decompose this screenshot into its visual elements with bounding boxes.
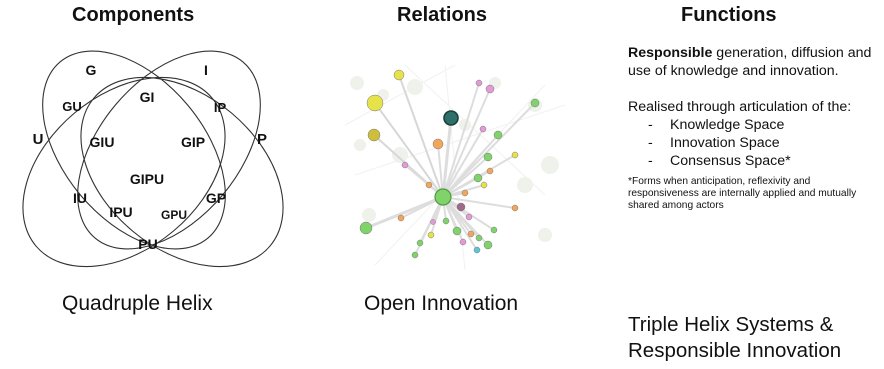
network-edge bbox=[442, 196, 516, 209]
venn-label-gi: GI bbox=[140, 89, 155, 105]
functions-text-block: Responsible generation, diffusion and us… bbox=[628, 44, 880, 212]
network-node bbox=[443, 110, 459, 126]
network-node bbox=[475, 79, 483, 87]
network-node bbox=[490, 226, 498, 234]
venn-label-iu: IU bbox=[73, 190, 87, 206]
network-node bbox=[483, 152, 493, 162]
spaces-list: -Knowledge Space -Innovation Space -Cons… bbox=[648, 116, 880, 170]
faint-node bbox=[362, 208, 376, 222]
network-node bbox=[411, 251, 419, 259]
network-edge bbox=[442, 102, 536, 198]
venn-label-ip: IP bbox=[214, 100, 227, 115]
network-edge bbox=[442, 196, 478, 251]
venn-label-gipu: GIPU bbox=[130, 171, 164, 187]
network-node bbox=[473, 246, 481, 254]
faint-node bbox=[350, 76, 364, 90]
venn-label-p: P bbox=[257, 131, 267, 148]
venn-label-g: G bbox=[86, 62, 97, 78]
venn-label-ipu: IPU bbox=[109, 204, 132, 220]
space-item-consensus: -Consensus Space* bbox=[648, 153, 791, 169]
network-node bbox=[485, 84, 495, 94]
network-node bbox=[465, 213, 473, 221]
faint-node bbox=[392, 147, 408, 163]
network-edge bbox=[441, 117, 453, 198]
relations-heading: Relations bbox=[397, 4, 488, 26]
venn-label-gu: GU bbox=[62, 99, 82, 114]
open-innovation-caption: Open Innovation bbox=[364, 292, 519, 315]
network-edge bbox=[442, 156, 489, 198]
network-node bbox=[452, 226, 462, 236]
network-node bbox=[530, 98, 540, 108]
network-node bbox=[483, 240, 493, 250]
faint-edge bbox=[345, 65, 456, 126]
venn-ellipse-g bbox=[42, 50, 226, 250]
network-node bbox=[467, 230, 475, 238]
faint-edge bbox=[374, 84, 546, 266]
components-heading: Components bbox=[72, 4, 195, 26]
network-node bbox=[427, 231, 435, 239]
venn-ellipse-u bbox=[22, 76, 226, 268]
faint-node bbox=[354, 139, 366, 151]
network-node bbox=[397, 214, 405, 222]
space-item-knowledge: -Knowledge Space bbox=[648, 117, 785, 133]
venn-label-gp: GP bbox=[206, 190, 226, 206]
network-node bbox=[416, 239, 424, 247]
network-node bbox=[511, 151, 519, 159]
venn-label-gpu: GPU bbox=[161, 208, 187, 222]
quadruple-helix-caption: Quadruple Helix bbox=[62, 292, 213, 315]
network-node bbox=[511, 204, 519, 212]
consensus-footnote: *Forms when anticipation, reflexivity an… bbox=[628, 176, 857, 211]
network-node bbox=[359, 221, 373, 235]
network-node bbox=[479, 125, 487, 133]
venn-label-i: I bbox=[204, 62, 208, 78]
network-node bbox=[442, 217, 450, 225]
network-node bbox=[430, 219, 436, 225]
venn-ellipse-i bbox=[77, 50, 261, 250]
responsible-bold-word: Responsible bbox=[628, 45, 713, 61]
network-node bbox=[366, 94, 384, 112]
network-node bbox=[473, 173, 483, 183]
faint-node bbox=[517, 177, 533, 193]
network-edge bbox=[365, 195, 444, 230]
responsible-paragraph: Responsible generation, diffusion and us… bbox=[628, 44, 880, 80]
venn-label-u: U bbox=[33, 131, 44, 148]
network-node bbox=[493, 130, 503, 140]
functions-heading: Functions bbox=[681, 4, 777, 26]
network-edge bbox=[442, 88, 491, 198]
space-item-innovation: -Innovation Space bbox=[648, 135, 780, 151]
network-edge bbox=[442, 128, 484, 198]
network-node bbox=[432, 138, 444, 150]
triple-helix-caption: Triple Helix Systems &Responsible Innova… bbox=[628, 313, 842, 362]
network-edge bbox=[398, 74, 444, 198]
faint-node bbox=[538, 228, 552, 242]
responsible-rest: generation, diffusion and use of knowled… bbox=[628, 45, 872, 79]
network-edge bbox=[437, 143, 444, 198]
faint-node bbox=[541, 156, 559, 174]
network-edge bbox=[374, 102, 444, 198]
network-node bbox=[461, 189, 469, 197]
venn-ellipse-p bbox=[80, 76, 284, 268]
open-innovation-network-graph bbox=[345, 65, 566, 270]
network-node bbox=[393, 69, 405, 81]
network-node bbox=[475, 234, 483, 242]
network-edge bbox=[442, 134, 499, 198]
faint-edge bbox=[404, 65, 546, 196]
venn-label-pu: PU bbox=[138, 236, 157, 252]
network-node bbox=[486, 167, 494, 175]
venn-label-gip: GIP bbox=[181, 134, 205, 150]
network-node bbox=[456, 202, 466, 212]
network-edge bbox=[442, 196, 495, 231]
network-hub-node bbox=[434, 188, 452, 206]
network-node bbox=[401, 161, 409, 169]
network-node bbox=[480, 181, 488, 189]
network-edge bbox=[442, 82, 480, 198]
network-node bbox=[425, 181, 433, 189]
articulation-text: Realised through articulation of the: bbox=[628, 99, 852, 115]
network-node bbox=[367, 128, 381, 142]
venn-label-giu: GIU bbox=[90, 134, 115, 150]
network-node bbox=[459, 238, 467, 246]
